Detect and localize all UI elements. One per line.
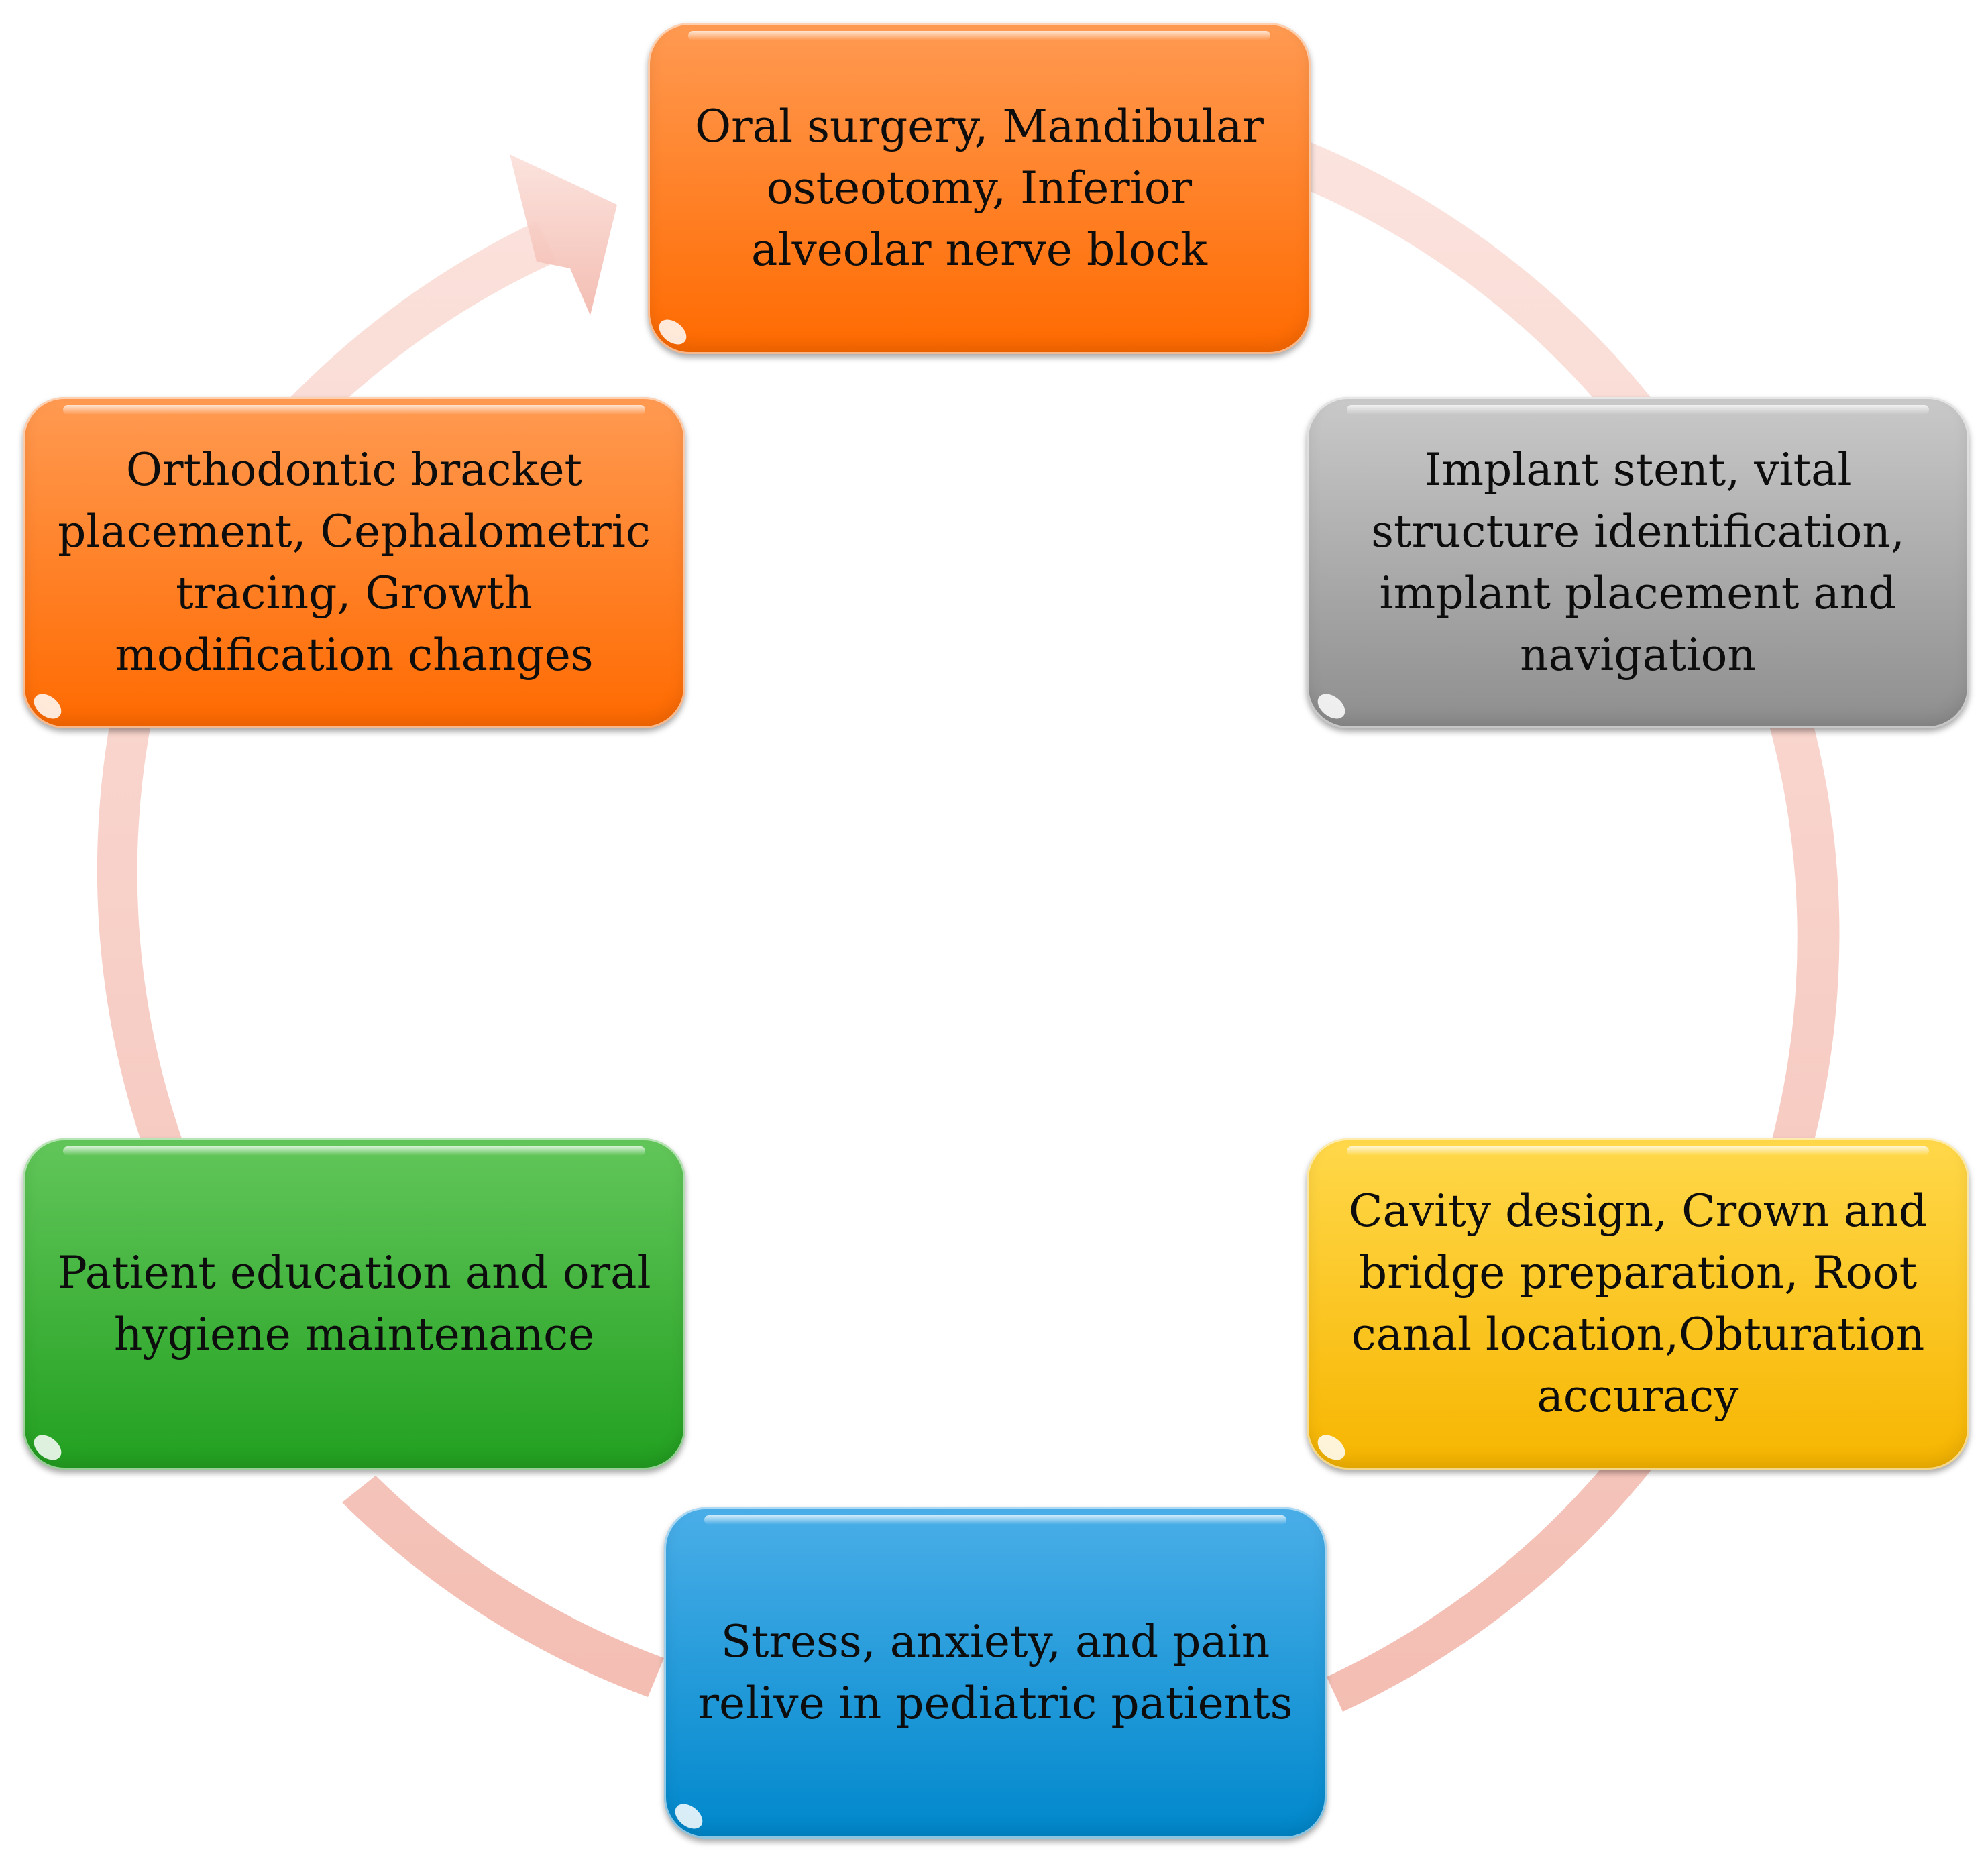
node-pediatric-text: Stress, anxiety, and pain relive in pedi… <box>698 1616 1293 1729</box>
cycle-arrowhead <box>510 154 617 315</box>
node-orthodontic-text: Orthodontic bracket placement, Cephalome… <box>58 444 651 681</box>
node-pediatric: Stress, anxiety, and pain relive in pedi… <box>664 1507 1327 1839</box>
node-orthodontic: Orthodontic bracket placement, Cephalome… <box>23 397 685 728</box>
node-implant: Implant stent, vital structure identific… <box>1307 397 1969 728</box>
node-hygiene-text: Patient education and oral hygiene maint… <box>57 1247 651 1360</box>
cycle-ring <box>97 142 1840 1712</box>
node-restorative: Cavity design, Crown and bridge preparat… <box>1307 1138 1969 1470</box>
node-oral-surgery: Oral surgery, Mandibular osteotomy, Infe… <box>648 23 1311 354</box>
node-oral-surgery-text: Oral surgery, Mandibular osteotomy, Infe… <box>695 101 1264 276</box>
node-hygiene: Patient education and oral hygiene maint… <box>23 1138 685 1470</box>
node-restorative-text: Cavity design, Crown and bridge preparat… <box>1349 1185 1927 1422</box>
node-implant-text: Implant stent, vital structure identific… <box>1371 444 1905 681</box>
